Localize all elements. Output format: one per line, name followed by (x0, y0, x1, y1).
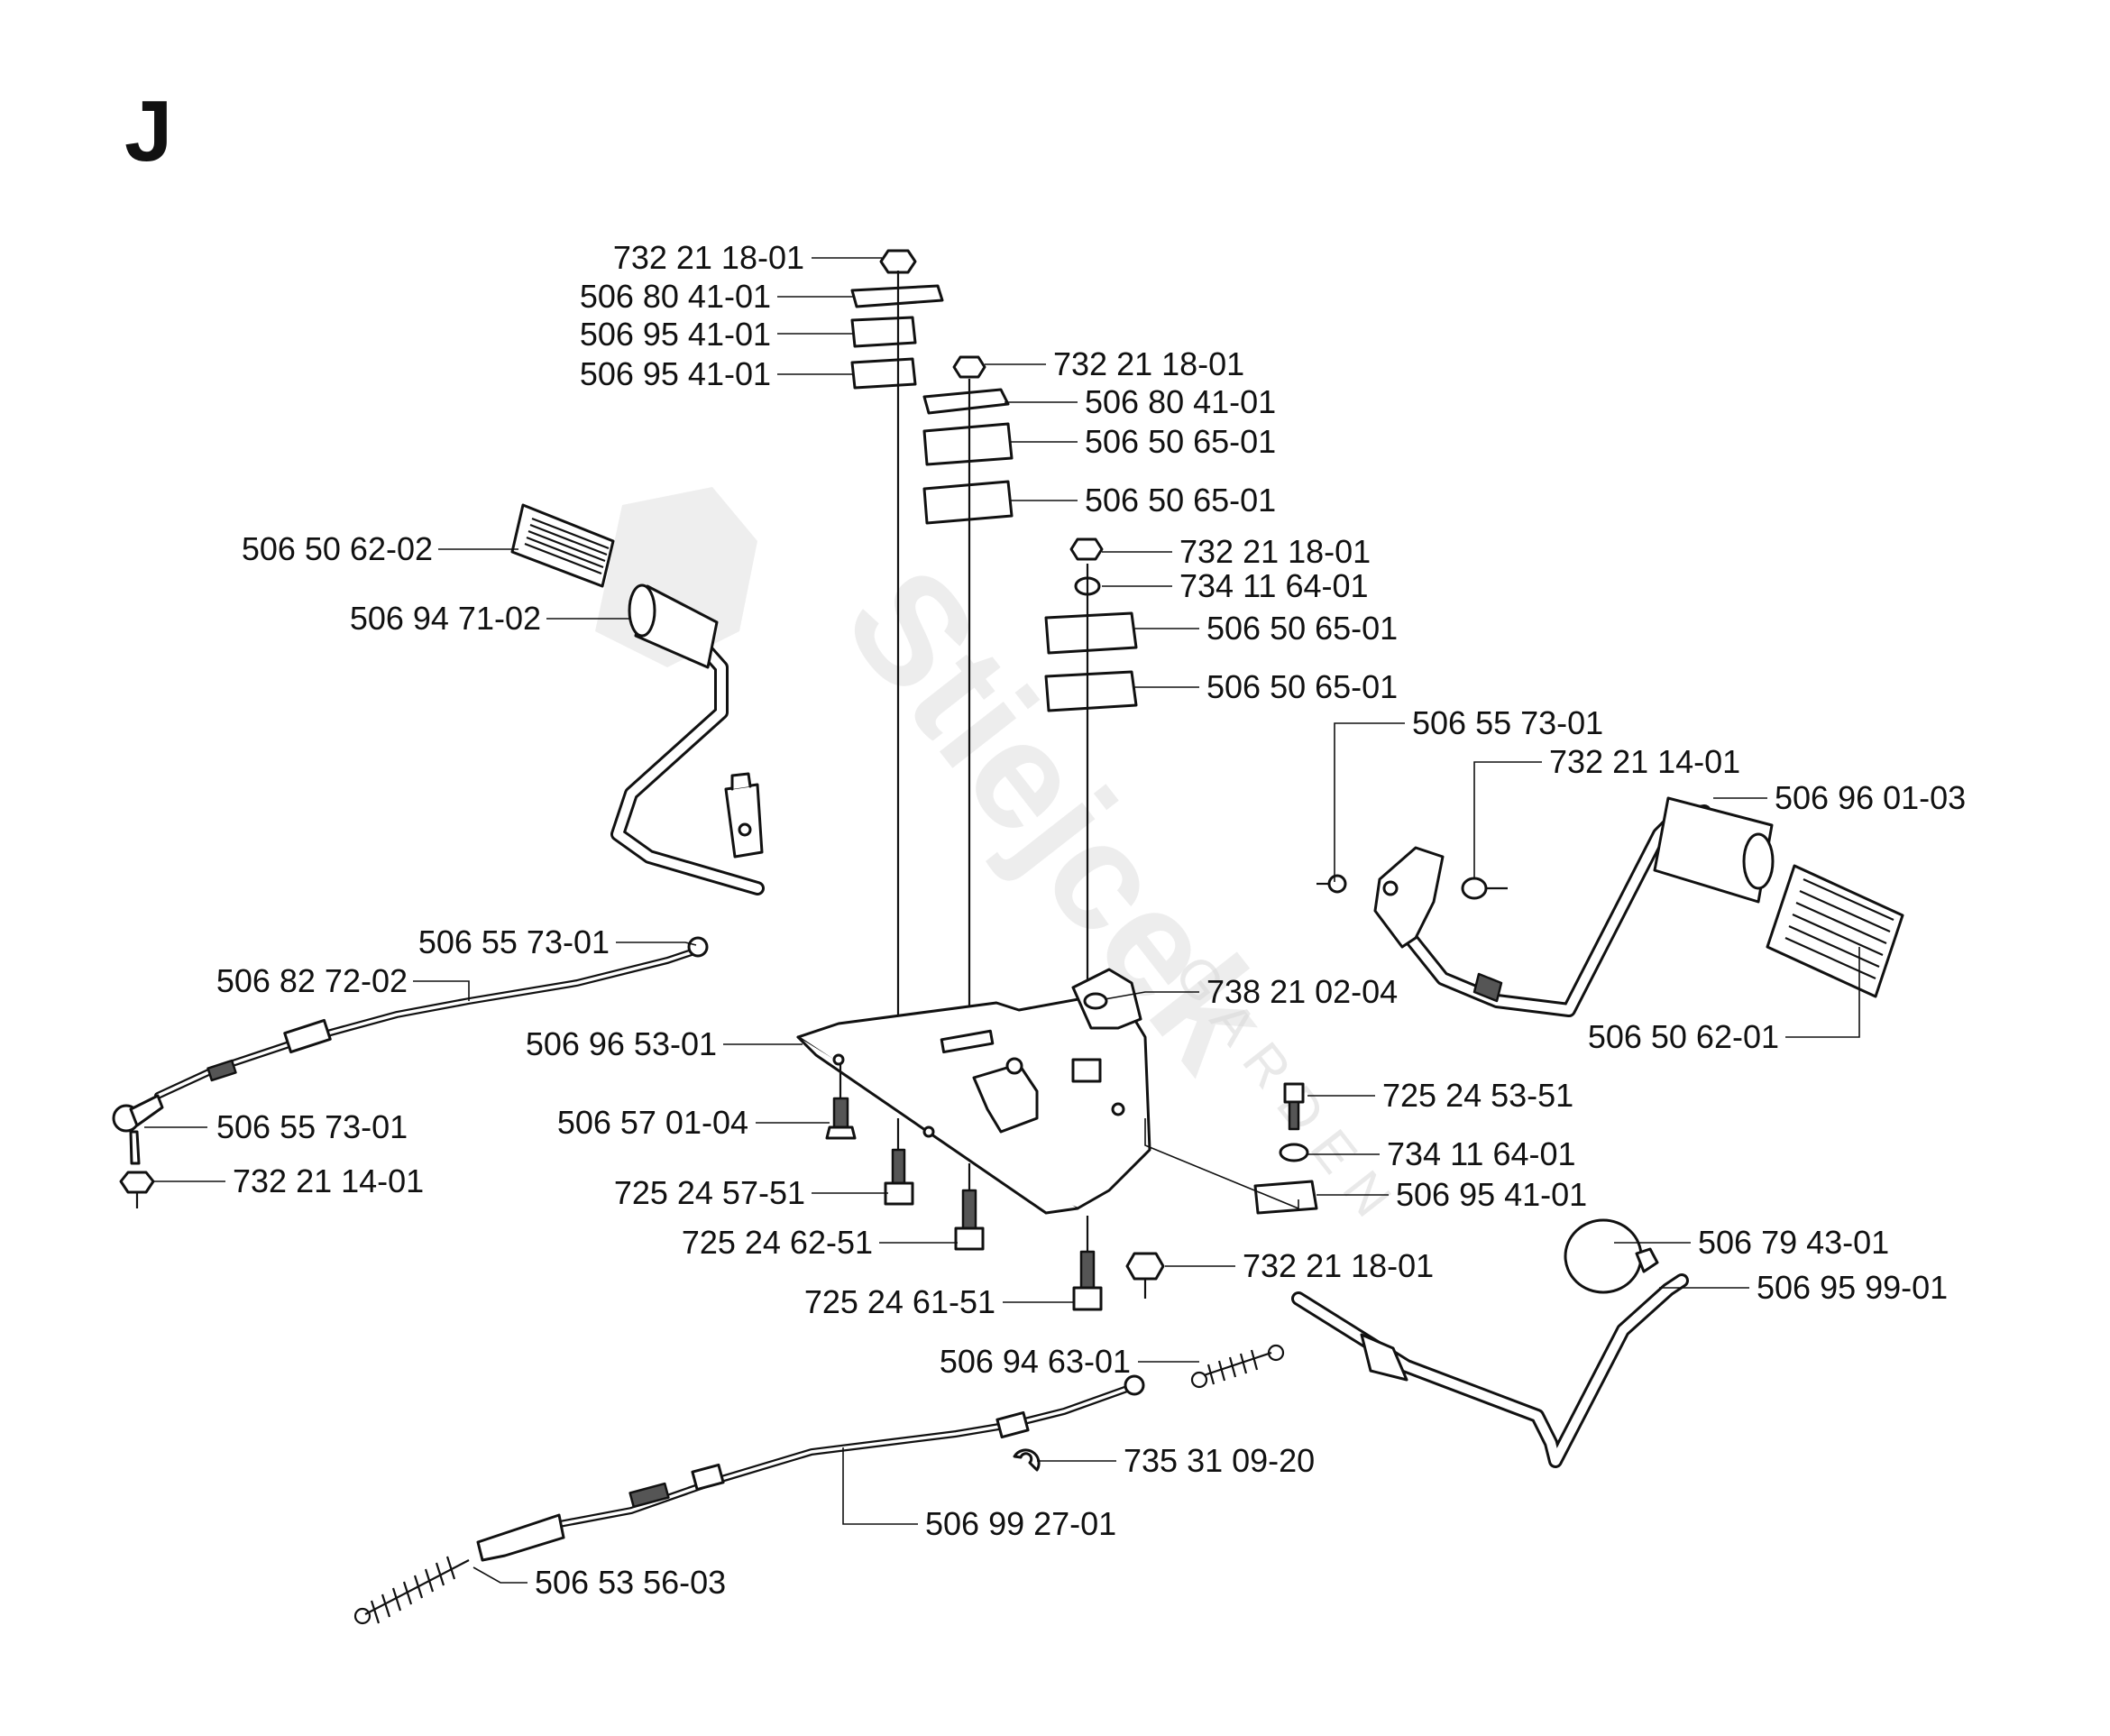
callout-c27: 732 21 14-01 (233, 1162, 424, 1199)
right-mini-stack (1253, 1082, 1318, 1215)
callout-c19: 506 82 72-02 (216, 962, 408, 999)
callout-c09: 506 50 62-02 (242, 530, 433, 567)
callout-c14: 506 50 65-01 (1206, 668, 1398, 705)
callout-c28: 725 24 57-51 (614, 1174, 805, 1211)
callout-c17: 506 96 01-03 (1775, 779, 1966, 816)
callout-c04: 506 95 41-01 (580, 355, 771, 392)
left-cable-assembly (112, 936, 709, 1208)
callout-c33: 506 95 99-01 (1757, 1269, 1948, 1306)
callout-c21: 506 96 53-01 (526, 1025, 717, 1062)
knob-lever-assembly (1291, 1218, 1689, 1468)
callout-c11: 732 21 18-01 (1179, 533, 1371, 570)
callout-c31: 725 24 62-51 (682, 1224, 873, 1261)
bolt-725-24-61-51 (1072, 1216, 1103, 1311)
bolt-506-57-01-04 (825, 1064, 857, 1140)
callout-c30: 506 79 43-01 (1698, 1224, 1889, 1261)
callout-c25: 506 55 73-01 (216, 1108, 408, 1145)
left-pedal-assembly (510, 503, 765, 896)
callout-labels: 732 21 18-01 506 80 41-01 506 95 41-01 5… (216, 239, 1966, 1601)
callout-c12: 734 11 64-01 (1179, 567, 1369, 604)
nut-732-21-18-01-lower (1125, 1252, 1165, 1299)
callout-c06: 506 80 41-01 (1085, 383, 1276, 420)
callout-c07: 506 50 65-01 (1085, 423, 1276, 460)
callout-c10: 506 94 71-02 (350, 600, 541, 637)
callout-c36: 735 31 09-20 (1124, 1442, 1315, 1479)
right-stack (1044, 537, 1138, 1091)
callout-c26: 734 11 64-01 (1387, 1135, 1576, 1172)
callout-c34: 725 24 61-51 (804, 1283, 995, 1320)
base-plate (796, 968, 1151, 1215)
middle-stack (922, 355, 1014, 1019)
callout-c24: 506 57 01-04 (557, 1104, 748, 1141)
callout-c15: 506 55 73-01 (1412, 704, 1603, 741)
callout-c29: 506 95 41-01 (1396, 1176, 1587, 1213)
callout-c02: 506 80 41-01 (580, 278, 771, 315)
leader-lines (144, 257, 1860, 1584)
callout-c01: 732 21 18-01 (613, 239, 804, 276)
bolt-725-24-62-51 (954, 1163, 985, 1251)
bolt-725-24-57-51 (884, 1118, 914, 1206)
callout-c16: 732 21 14-01 (1549, 743, 1740, 780)
callout-c35: 506 94 63-01 (940, 1343, 1131, 1380)
callout-c22: 506 50 62-01 (1588, 1018, 1779, 1055)
callout-c32: 732 21 18-01 (1243, 1247, 1434, 1284)
callout-c38: 506 53 56-03 (535, 1564, 726, 1601)
callout-c20: 738 21 02-04 (1206, 973, 1398, 1010)
callout-c37: 506 99 27-01 (925, 1505, 1116, 1542)
callout-c08: 506 50 65-01 (1085, 482, 1276, 519)
callout-c13: 506 50 65-01 (1206, 610, 1398, 647)
right-pedal-assembly (1316, 796, 1904, 1017)
bottom-cable-assembly (353, 1344, 1285, 1625)
callout-c23: 725 24 53-51 (1382, 1077, 1573, 1114)
section-letter: J (124, 83, 172, 179)
callout-c03: 506 95 41-01 (580, 316, 771, 353)
callout-c18: 506 55 73-01 (418, 923, 610, 960)
left-stack (850, 249, 944, 1037)
callout-c05: 732 21 18-01 (1053, 345, 1244, 382)
